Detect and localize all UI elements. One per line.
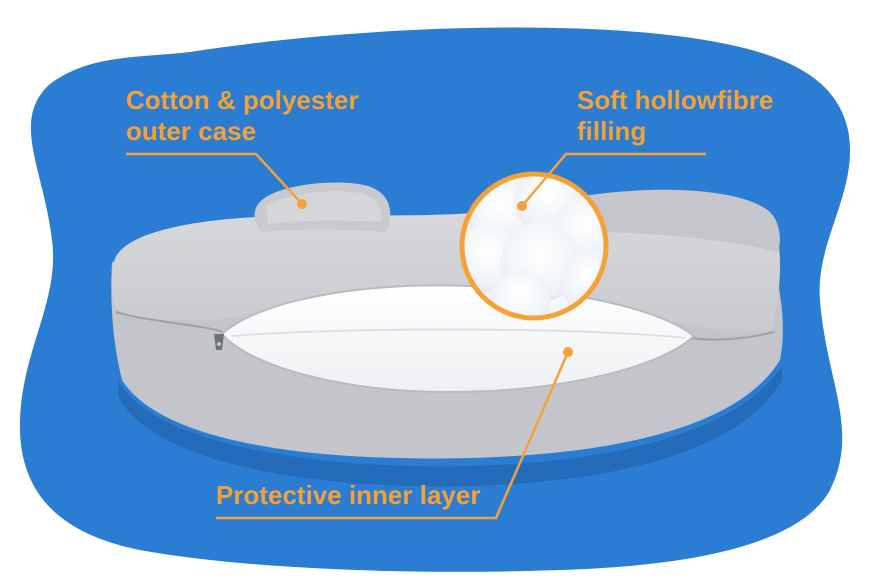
zip-pull-icon bbox=[214, 334, 224, 350]
magnifier bbox=[459, 171, 609, 321]
callout-outer-case: Cotton & polyester outer case bbox=[126, 85, 359, 209]
outer-case-label-line1: Cotton & polyester bbox=[126, 85, 359, 115]
pillow-rim-right bbox=[560, 189, 780, 252]
inner-layer-seam bbox=[231, 328, 687, 339]
filling-label-line1: Soft hollowfibre bbox=[577, 85, 773, 115]
callout-filling: Soft hollowfibre filling bbox=[517, 85, 773, 211]
pillow-shadow bbox=[118, 366, 782, 487]
bolster-highlight bbox=[266, 191, 382, 224]
pillow-seam bbox=[115, 311, 775, 341]
inner-layer-label: Protective inner layer bbox=[216, 480, 480, 510]
filling-label-line2: filling bbox=[577, 116, 646, 146]
callout-inner-layer: Protective inner layer bbox=[216, 347, 573, 520]
outer-case-label-line2: outer case bbox=[126, 116, 256, 146]
inner-layer bbox=[220, 284, 696, 394]
